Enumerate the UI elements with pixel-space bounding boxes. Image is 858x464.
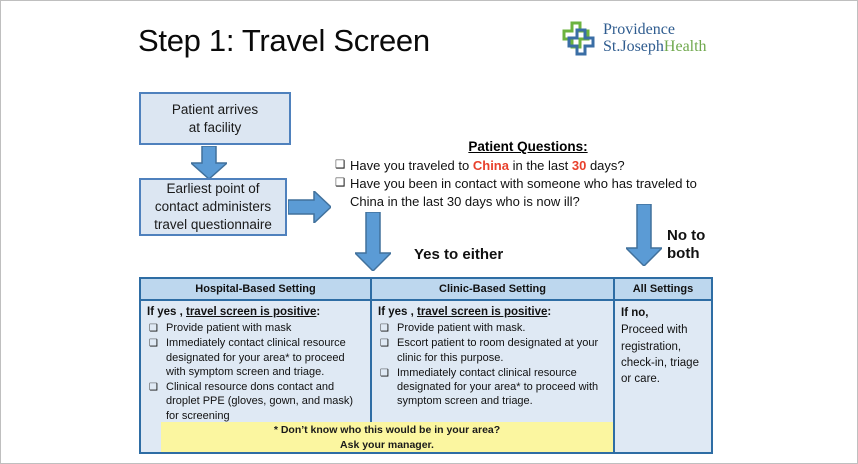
clinic-item-text: Immediately contact clinical resource de… bbox=[397, 366, 599, 408]
right-arrow-icon bbox=[288, 191, 331, 223]
clinic-item-text: Escort patient to room designated at you… bbox=[397, 337, 599, 364]
checkbox-icon: ❑ bbox=[380, 367, 389, 379]
checkbox-icon: ❑ bbox=[149, 382, 158, 394]
hospital-setting-cell: If yes , travel screen is positive: ❑ Pro… bbox=[141, 301, 372, 452]
patient-questions-heading: Patient Questions: bbox=[468, 139, 588, 154]
hospital-item-text: Clinical resource dons contact and dropl… bbox=[166, 381, 354, 422]
clinic-item: ❑ Provide patient with mask. bbox=[378, 321, 606, 335]
clinic-heading-colon: : bbox=[547, 306, 552, 318]
checkbox-icon: ❑ bbox=[149, 322, 158, 334]
checkbox-icon: ❑ bbox=[149, 338, 158, 350]
down-arrow-icon bbox=[191, 146, 227, 179]
all-settings-cell: If no, Proceed with registration, check-… bbox=[615, 301, 711, 452]
logo-stjoseph: St.Joseph bbox=[603, 38, 664, 55]
all-settings-body: Proceed with registration, check-in, tri… bbox=[621, 324, 699, 386]
hospital-item: ❑ Clinical resource dons contact and drop… bbox=[147, 380, 363, 423]
checkbox-icon: ❑ bbox=[380, 338, 389, 350]
page-title: Step 1: Travel Screen bbox=[138, 23, 430, 58]
yes-branch-arrow-icon bbox=[355, 212, 391, 271]
hospital-cell-heading: If yes , travel screen is positive: bbox=[147, 305, 363, 320]
clinic-item: ❑ Escort patient to room designated at yo… bbox=[378, 336, 606, 365]
clinic-heading-pre: If yes , bbox=[378, 306, 417, 318]
checkbox-icon: ❑ bbox=[380, 322, 389, 334]
hospital-heading-underline: travel screen is positive bbox=[186, 306, 317, 318]
manager-note: * Don’t know who this would be in your a… bbox=[161, 422, 613, 452]
clinic-item: ❑ Immediately contact clinical resource d… bbox=[378, 366, 606, 409]
question-2: ❑ Have you been in contact with someone … bbox=[331, 175, 725, 211]
q1-pre: Have you traveled to bbox=[350, 158, 473, 173]
logo-text: Providence St.JosephHealth bbox=[603, 21, 707, 56]
clinic-setting-cell: If yes , travel screen is positive: ❑ Pro… bbox=[372, 301, 615, 452]
org-logo: Providence St.JosephHealth bbox=[561, 20, 707, 58]
hospital-item: ❑ Immediately contact clinical resource d… bbox=[147, 336, 363, 379]
manager-note-line2: Ask your manager. bbox=[340, 438, 434, 451]
settings-table: Hospital-Based Setting Clinic-Based Sett… bbox=[139, 277, 713, 454]
hospital-heading-colon: : bbox=[316, 306, 321, 318]
logo-line2: St.JosephHealth bbox=[603, 38, 707, 56]
q1-post: days? bbox=[586, 158, 625, 173]
logo-line1: Providence bbox=[603, 21, 675, 39]
hospital-heading-pre: If yes , bbox=[147, 306, 186, 318]
yes-branch-label: Yes to either bbox=[414, 246, 504, 263]
clinic-heading-underline: travel screen is positive bbox=[417, 306, 548, 318]
no-branch-arrow-icon bbox=[626, 204, 662, 266]
flow-box-patient-arrives: Patient arrives at facility bbox=[139, 92, 291, 145]
hospital-item-text: Immediately contact clinical resource de… bbox=[166, 337, 346, 378]
q1-mid: in the last bbox=[508, 158, 572, 173]
clinic-item-text: Provide patient with mask. bbox=[397, 321, 526, 334]
question-2-text: Have you been in contact with someone wh… bbox=[350, 175, 697, 209]
hospital-item: ❑ Provide patient with mask bbox=[147, 321, 363, 335]
header-clinic-setting: Clinic-Based Setting bbox=[372, 279, 615, 301]
all-settings-heading: If no, bbox=[621, 307, 649, 319]
hospital-item-text: Provide patient with mask bbox=[166, 321, 292, 334]
question-1-text: Have you traveled to China in the last 3… bbox=[350, 157, 725, 175]
manager-note-line1: * Don’t know who this would be in your a… bbox=[273, 424, 501, 436]
checkbox-icon: ❑ bbox=[335, 159, 346, 171]
q1-china: China bbox=[472, 158, 509, 173]
providence-cross-icon bbox=[562, 21, 595, 56]
flow-box-travel-questionnaire: Earliest point of contact administers tr… bbox=[139, 178, 287, 236]
clinic-cell-heading: If yes , travel screen is positive: bbox=[378, 305, 606, 320]
patient-questions: Patient Questions: ❑ Have you traveled t… bbox=[331, 139, 725, 211]
header-all-settings: All Settings bbox=[615, 279, 711, 301]
no-branch-label: No to both bbox=[667, 227, 706, 262]
q1-30: 30 bbox=[571, 158, 587, 173]
logo-health: Health bbox=[663, 38, 707, 55]
header-hospital-setting: Hospital-Based Setting bbox=[141, 279, 372, 301]
checkbox-icon: ❑ bbox=[335, 176, 346, 189]
question-1: ❑ Have you traveled to China in the last… bbox=[331, 157, 725, 175]
